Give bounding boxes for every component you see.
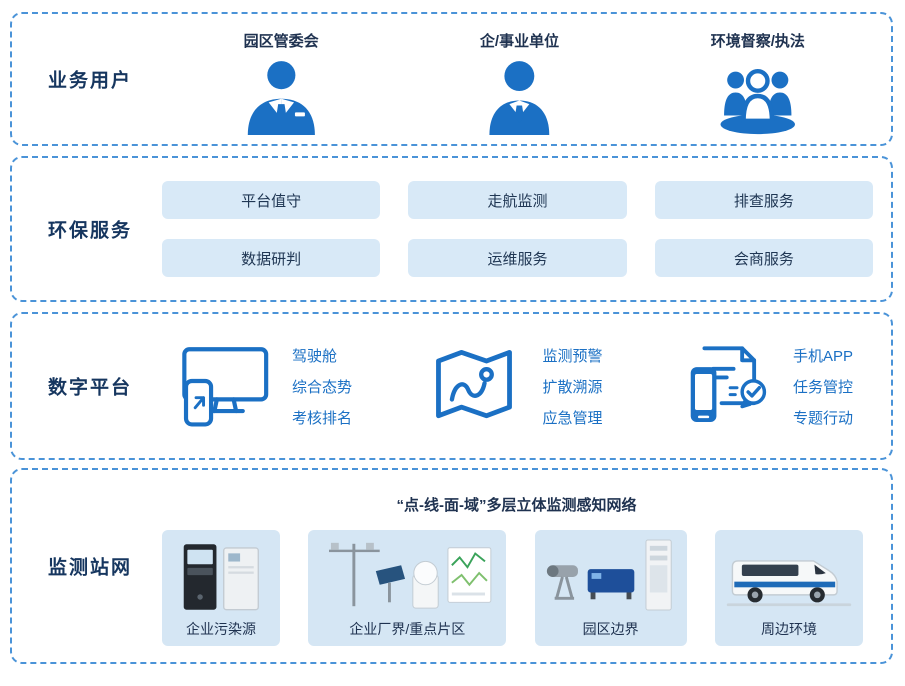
monitoring-van-image (723, 538, 855, 614)
station-label: 周边环境 (760, 621, 817, 637)
map-route-icon (426, 338, 522, 434)
stations-row: 企业污染源 (162, 530, 863, 646)
section-monitoring-network: 监测站网 “点-线-面-域”多层立体监测感知网络 企业污染源 (10, 468, 893, 664)
platform-item-overall-situation: 综合态势 (292, 378, 353, 396)
service-pill-data-analysis: 数据研判 (162, 239, 381, 277)
pollution-source-equipment-image (170, 538, 272, 614)
section-environmental-services: 环保服务 平台值守 走航监测 排查服务 数据研判 运维服务 会商服务 (10, 156, 893, 302)
user-title: 企/事业单位 (479, 32, 560, 50)
service-pills-grid: 平台值守 走航监测 排查服务 数据研判 运维服务 会商服务 (162, 158, 873, 300)
service-pill-mobile-monitoring: 走航监测 (408, 181, 627, 219)
section-label-digital-platform: 数字平台 (48, 377, 133, 399)
user-group-enterprise: 企/事业单位 (400, 14, 638, 144)
service-pill-screening: 排查服务 (654, 181, 873, 219)
employee-icon (474, 57, 565, 135)
platform-item-ranking: 考核排名 (292, 409, 353, 427)
station-label: 企业污染源 (186, 621, 256, 637)
platform-item-task-control: 任务管控 (792, 378, 853, 396)
user-group-park-committee: 园区管委会 (162, 14, 400, 144)
user-title: 园区管委会 (243, 32, 319, 50)
section-digital-platform: 数字平台 驾驶舱 综合态势 (10, 312, 893, 460)
service-pill-maintenance: 运维服务 (408, 239, 627, 277)
service-pill-platform-duty: 平台值守 (162, 181, 381, 219)
network-headline: “点-线-面-域”多层立体监测感知网络 (396, 497, 637, 514)
platform-row: 驾驶舱 综合态势 考核排名 监测预警 (162, 314, 867, 458)
station-card-surroundings: 周边环境 (714, 530, 863, 646)
station-label: 园区边界 (582, 621, 639, 637)
section-label-business-users: 业务用户 (48, 70, 133, 92)
platform-item-emergency: 应急管理 (542, 409, 603, 427)
platform-group-monitoring: 监测预警 扩散溯源 应急管理 (426, 338, 603, 434)
platform-items: 手机APP 任务管控 专题行动 (793, 345, 853, 428)
station-card-pollution-source: 企业污染源 (162, 530, 280, 646)
park-boundary-equipment-image (543, 538, 679, 614)
platform-item-cockpit: 驾驶舱 (292, 347, 338, 365)
mobile-tasks-icon (677, 338, 773, 434)
platform-items: 驾驶舱 综合态势 考核排名 (292, 345, 352, 428)
manager-icon (236, 57, 327, 135)
user-group-inspection: 环境督察/执法 (639, 14, 877, 144)
platform-items: 监测预警 扩散溯源 应急管理 (542, 345, 602, 428)
section-label-monitoring-network: 监测站网 (48, 557, 133, 579)
station-card-factory-boundary: 企业厂界/重点片区 (308, 530, 507, 646)
station-label: 企业厂界/重点片区 (349, 621, 466, 637)
section-label-environmental-services: 环保服务 (48, 220, 133, 242)
inspection-team-icon (709, 57, 807, 135)
service-pill-consultation: 会商服务 (654, 239, 873, 277)
section-business-users: 业务用户 园区管委会 企/事业单位 (10, 12, 893, 146)
user-title: 环境督察/执法 (710, 32, 805, 50)
station-card-park-boundary: 园区边界 (534, 530, 687, 646)
factory-boundary-equipment-image (316, 538, 498, 614)
platform-item-mobile-app: 手机APP (792, 347, 853, 365)
users-row: 园区管委会 企/事业单位 (162, 14, 877, 144)
platform-item-early-warning: 监测预警 (542, 347, 603, 365)
platform-item-source-tracing: 扩散溯源 (542, 378, 603, 396)
dashboard-devices-icon (176, 338, 272, 434)
platform-item-special-action: 专题行动 (792, 409, 853, 427)
platform-group-mobile: 手机APP 任务管控 专题行动 (677, 338, 853, 434)
platform-group-cockpit: 驾驶舱 综合态势 考核排名 (176, 338, 352, 434)
